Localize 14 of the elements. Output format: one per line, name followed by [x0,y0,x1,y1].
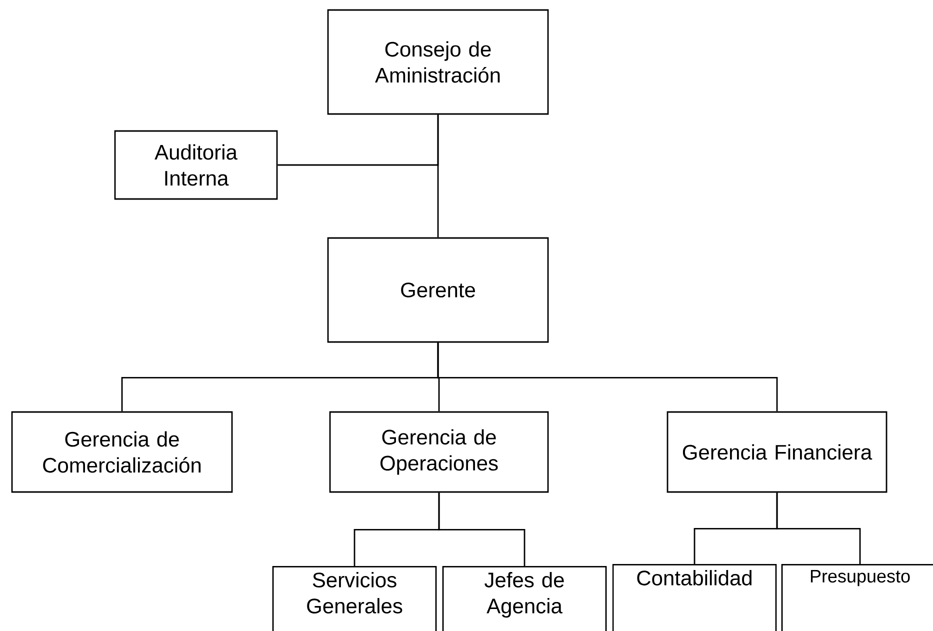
connector-line [776,492,861,564]
org-box: Contabilidad [612,564,777,631]
org-box: Gerencia de Comercialización [11,411,233,493]
connector-line [437,342,778,412]
org-box: Presupuesto [781,564,933,631]
org-box: Consejo de Aministración [327,9,549,115]
connector-line [437,114,439,238]
org-box: Auditoria Interna [114,130,278,200]
org-box: Gerencia de Operaciones [329,411,549,493]
org-box: Jefes de Agencia [442,566,607,631]
org-box: Gerente [327,237,549,343]
connector-line [438,492,526,566]
org-box: Gerencia Financiera [666,411,888,493]
org-box: Servicios Generales [272,566,437,631]
